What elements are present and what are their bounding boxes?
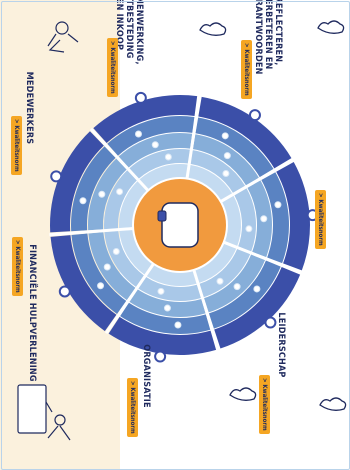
wheel-segment-2-ring-5 (221, 195, 242, 247)
person-icon (55, 21, 69, 35)
segment-divider (104, 262, 155, 335)
wheel-segment-4-ring-4 (138, 276, 202, 301)
cloud-icon (317, 20, 345, 34)
wheel-segment-2-ring-2 (261, 172, 290, 264)
label-organisatie: ORGANISATIE (141, 344, 151, 408)
wheel-segment-2-ring-4 (234, 188, 256, 252)
wheel-segment-4-ring-5 (146, 265, 197, 286)
ring-node-icon (164, 153, 172, 161)
person-icon (54, 414, 66, 426)
tag-samenwerking[interactable]: > Kwaliteitsnorm (107, 38, 118, 97)
tag-koers[interactable]: > Kwaliteitsnorm (315, 190, 326, 249)
wheel-segment-6-ring-2 (71, 146, 116, 232)
wheel-segment-1-ring-2 (195, 117, 274, 178)
wheel-segment-4-ring-2 (120, 302, 211, 334)
label-samenwerking: SAMENWERKING, UITBESTEDING EN INKOOP (114, 0, 144, 65)
wheel-segment-7-ring-5 (139, 164, 189, 190)
tag-leiderschap[interactable]: > Kwaliteitsnorm (259, 375, 270, 434)
label-medewerkers: MEDEWERKERS (24, 71, 34, 145)
wheel-knob-icon (154, 350, 167, 363)
ring-node-icon (134, 130, 142, 138)
tag-financiele-hulpverlening[interactable]: > Kwaliteitsnorm (12, 237, 23, 296)
wheel-knob-icon (264, 316, 277, 329)
segment-divider (49, 226, 134, 237)
thumb-icon (161, 202, 199, 248)
ring-node-icon (260, 215, 268, 223)
wheel-segment-7-ring-4 (129, 149, 191, 179)
cloud-icon (319, 397, 347, 411)
ring-node-icon (221, 132, 229, 140)
ring-node-icon (112, 247, 120, 255)
wheel-segment-3-ring-1 (214, 267, 301, 349)
person-icon (45, 401, 71, 441)
wheel-segment-7-ring-3 (118, 133, 193, 168)
tag-reflecteren[interactable]: > Kwaliteitsnorm (241, 40, 252, 99)
ring-node-icon (79, 197, 87, 205)
wheel-segment-3-ring-5 (194, 243, 237, 283)
wheel-segment-5-ring-1 (50, 235, 117, 332)
ring-node-icon (174, 321, 182, 329)
label-leiderschap: LEIDERSCHAP (276, 312, 286, 378)
segment-divider (219, 158, 295, 203)
ring-node-icon (233, 283, 241, 291)
wheel-segment-6-ring-4 (104, 170, 138, 230)
wheel-segment-5-ring-5 (119, 229, 153, 275)
wheel-segment-1-ring-5 (188, 164, 233, 201)
wheel-segment-1-ring-3 (192, 134, 259, 186)
segment-divider (223, 240, 303, 275)
wheel-segment-6-ring-3 (88, 158, 127, 231)
tag-medewerkers[interactable]: > Kwaliteitsnorm (11, 116, 22, 175)
ring-node-icon (98, 190, 106, 198)
wheel-segment-7-ring-1 (93, 95, 198, 144)
thumb-cuff-icon (157, 210, 167, 222)
wheel-segment-6-ring-5 (119, 180, 147, 229)
ring-node-icon (151, 141, 159, 149)
wheel-segment-2-ring-1 (276, 162, 310, 271)
ring-node-icon (97, 282, 105, 290)
wheel-segment-3-ring-4 (199, 248, 251, 298)
tag-organisatie[interactable]: > Kwaliteitsnorm (127, 378, 138, 437)
wheel-knob-icon (248, 109, 261, 122)
ring-node-icon (216, 277, 224, 285)
cloud-icon (229, 387, 257, 401)
label-reflecteren: REFLECTEREN, VERBETEREN EN VERANTWOORDEN (253, 0, 283, 75)
ring-node-icon (157, 287, 165, 295)
wheel-segment-4-ring-1 (108, 316, 217, 355)
wheel-segment-3-ring-3 (203, 254, 266, 313)
whiteboard-icon (17, 384, 47, 434)
ring-node-icon (103, 263, 111, 271)
ring-node-icon (223, 152, 231, 160)
wheel-segment-3-ring-2 (208, 260, 281, 329)
ring-node-icon (116, 188, 124, 196)
wheel-segment-5-ring-4 (104, 230, 145, 288)
wheel-segment-1-ring-1 (198, 96, 292, 169)
wheel-segment-5-ring-2 (71, 233, 127, 314)
wheel-knob-icon (50, 170, 63, 183)
ring-node-icon (245, 225, 253, 233)
ring-node-icon (222, 169, 230, 177)
wheel-segment-4-ring-3 (129, 289, 206, 317)
ring-node-icon (274, 201, 282, 209)
wheel-segment-7-ring-2 (107, 115, 195, 156)
ring-node-icon (163, 304, 171, 312)
wheel-segment-1-ring-4 (190, 150, 246, 194)
ring-node-icon (253, 285, 261, 293)
wheel-knob-icon (134, 91, 147, 104)
wheel-segment-2-ring-3 (247, 180, 272, 258)
person-icon (47, 33, 79, 53)
segment-divider (185, 95, 202, 179)
wheel-knob-icon (58, 285, 71, 298)
segment-divider (192, 269, 220, 351)
wheel-segment-5-ring-3 (88, 232, 136, 301)
segment-divider (89, 127, 150, 192)
wheel-segment-6-ring-1 (50, 131, 104, 233)
label-financiele-hulpverlening: FINANCIËLE HULPVERLENING (27, 244, 37, 382)
cloud-icon (199, 22, 227, 36)
